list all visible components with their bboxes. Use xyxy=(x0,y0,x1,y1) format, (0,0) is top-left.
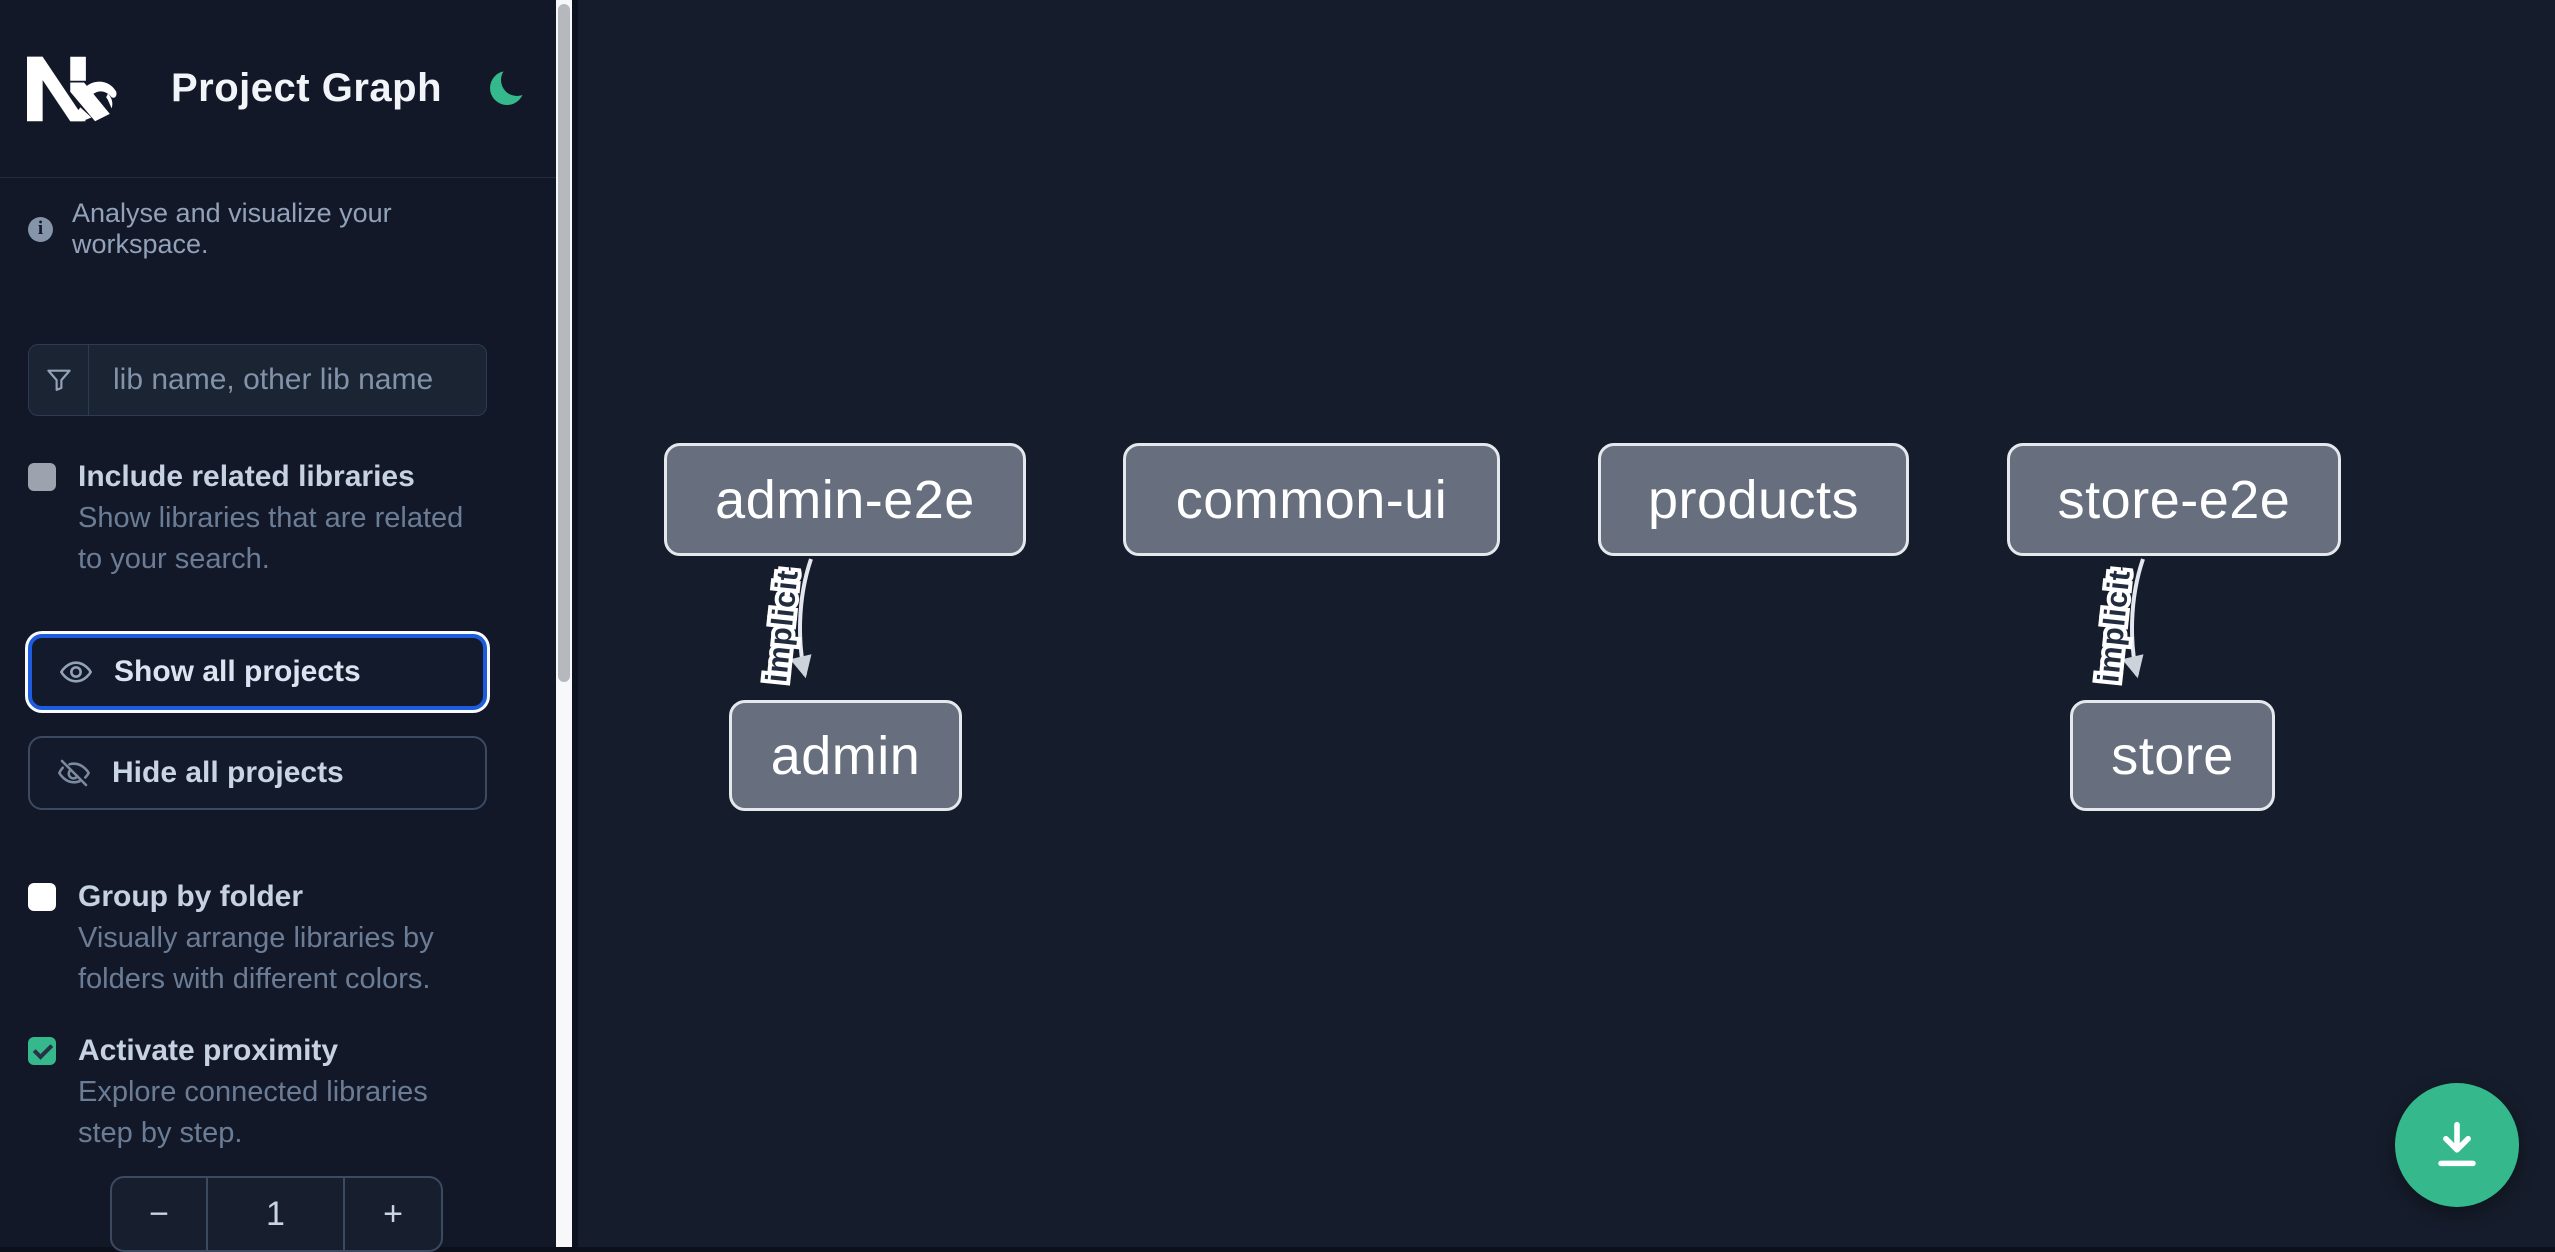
depth-value: 1 xyxy=(206,1178,345,1250)
sidebar-header: Project Graph xyxy=(0,0,556,178)
proximity-depth-stepper: − 1 + xyxy=(110,1176,443,1252)
sidebar-scrollbar[interactable] xyxy=(556,0,572,1247)
decrement-button[interactable]: − xyxy=(112,1178,206,1250)
checkbox-include-related[interactable] xyxy=(28,463,56,491)
checkbox-group-by-folder[interactable] xyxy=(28,883,56,911)
toggle-description: Visually arrange libraries by folders wi… xyxy=(78,922,434,995)
filter-input[interactable] xyxy=(89,345,486,415)
graph-node-admin[interactable]: admin xyxy=(729,700,962,811)
toggle-label[interactable]: Include related libraries xyxy=(78,460,415,493)
sidebar-content: i Analyse and visualize your workspace. … xyxy=(0,198,487,1252)
sidebar: Project Graph i Analyse and visualize yo… xyxy=(0,0,556,1252)
edge-label: implicit xyxy=(760,568,805,684)
edge-admin-e2e-to-admin: implicit xyxy=(756,558,813,688)
theme-toggle-button[interactable] xyxy=(488,63,534,109)
tagline-row: i Analyse and visualize your workspace. xyxy=(28,198,487,260)
graph-node-store-e2e[interactable]: store-e2e xyxy=(2007,443,2341,556)
filter-input-group xyxy=(28,344,487,416)
eye-icon xyxy=(58,654,94,690)
toggle-include-related: Include related libraries Show libraries… xyxy=(28,458,487,580)
edge-store-e2e-to-store: implicit xyxy=(2088,558,2145,688)
eye-slash-icon xyxy=(56,755,92,791)
button-label: Hide all projects xyxy=(112,756,344,789)
download-icon xyxy=(2438,1121,2476,1167)
nx-logo-icon xyxy=(27,56,117,121)
edge-label: implicit xyxy=(2092,568,2137,684)
toggle-label[interactable]: Activate proximity xyxy=(78,1034,339,1067)
page-title: Project Graph xyxy=(171,66,443,110)
graph-node-admin-e2e[interactable]: admin-e2e xyxy=(664,443,1026,556)
toggle-activate-proximity: Activate proximity Explore connected lib… xyxy=(28,1032,487,1154)
graph-node-store[interactable]: store xyxy=(2070,700,2275,811)
tagline-text: Analyse and visualize your workspace. xyxy=(72,198,392,259)
scrollbar-thumb[interactable] xyxy=(558,4,570,682)
toggle-description: Show libraries that are related to your … xyxy=(78,502,464,575)
edges-layer: implicit implicit xyxy=(756,558,2145,688)
show-all-projects-button[interactable]: Show all projects xyxy=(28,634,487,710)
button-label: Show all projects xyxy=(114,655,361,688)
moon-icon xyxy=(490,63,534,105)
graph-node-common-ui[interactable]: common-ui xyxy=(1123,443,1500,556)
funnel-filter-icon xyxy=(29,345,89,415)
hide-all-projects-button[interactable]: Hide all projects xyxy=(28,736,487,810)
graph-node-products[interactable]: products xyxy=(1598,443,1909,556)
download-graph-button[interactable] xyxy=(2395,1083,2519,1207)
checkbox-activate-proximity[interactable] xyxy=(28,1037,56,1065)
toggle-label[interactable]: Group by folder xyxy=(78,880,303,913)
info-icon: i xyxy=(28,216,53,242)
toggle-group-by-folder: Group by folder Visually arrange librari… xyxy=(28,878,487,1000)
increment-button[interactable]: + xyxy=(345,1178,441,1250)
pane-divider xyxy=(572,0,578,1247)
toggle-description: Explore connected libraries step by step… xyxy=(78,1076,428,1149)
graph-canvas[interactable]: implicit implicit admin-e2e common-ui prod… xyxy=(578,0,2555,1247)
